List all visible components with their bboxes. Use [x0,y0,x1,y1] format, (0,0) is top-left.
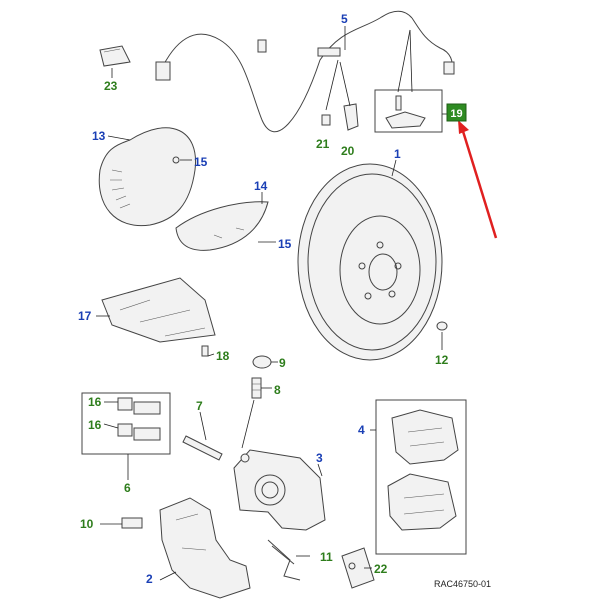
label-4: 4 [358,423,365,437]
label-15a: 15 [194,155,208,169]
label-23: 23 [104,79,118,93]
part-8-bleed-nipple[interactable] [251,377,262,399]
part-19-bracket-box[interactable] [374,89,443,133]
label-22: 22 [374,562,388,576]
part-19-highlight-label[interactable]: 19 [446,103,467,122]
part-10-bolt[interactable] [121,517,143,529]
svg-text:19: 19 [450,108,462,120]
label-13: 13 [92,129,106,143]
label-2: 2 [146,572,153,586]
part-20-clip[interactable] [343,103,359,131]
label-12: 12 [435,353,449,367]
highlight-arrow [458,120,498,239]
label-21: 21 [316,137,330,151]
part-23-tag[interactable] [99,45,131,67]
label-3: 3 [316,451,323,465]
label-11: 11 [320,550,333,564]
label-8: 8 [274,383,281,397]
part-11-spring-clip[interactable] [267,539,301,581]
leader-lines [96,26,448,581]
part-22-tag-plate[interactable] [341,547,375,589]
part-14-shield-section[interactable] [175,201,269,251]
part-1-brake-disc[interactable] [297,163,443,361]
label-5: 5 [341,12,348,26]
label-1: 1 [394,147,401,161]
part-13-splash-shield[interactable] [98,127,197,227]
part-5-sensor-wire[interactable] [155,10,455,133]
part-labels: 23 5 21 20 13 15 1 14 15 17 18 12 9 8 16… [78,12,449,586]
part-21-bolt[interactable] [321,114,331,126]
label-9: 9 [279,356,286,370]
label-17: 17 [78,309,92,323]
label-15b: 15 [278,237,292,251]
part-18-bolt[interactable] [201,345,209,357]
label-7: 7 [196,399,203,413]
part-17-shield-tray[interactable] [101,277,216,343]
label-20: 20 [341,144,355,158]
part-12-screw[interactable] [436,321,448,331]
label-10: 10 [80,517,94,531]
label-6: 6 [124,481,131,495]
diagram-reference-code: RAC46750-01 [434,579,491,589]
part-9-cap[interactable] [252,355,272,369]
label-14: 14 [254,179,268,193]
part-2-caliper-carrier[interactable] [159,497,251,599]
part-6-guide-pin-kit[interactable] [81,392,171,455]
label-16a: 16 [88,395,102,409]
part-7-guide-pin[interactable] [182,435,223,461]
part-4-brake-pads[interactable] [375,399,467,555]
label-16b: 16 [88,418,102,432]
part-3-caliper[interactable] [233,449,326,531]
label-18: 18 [216,349,230,363]
